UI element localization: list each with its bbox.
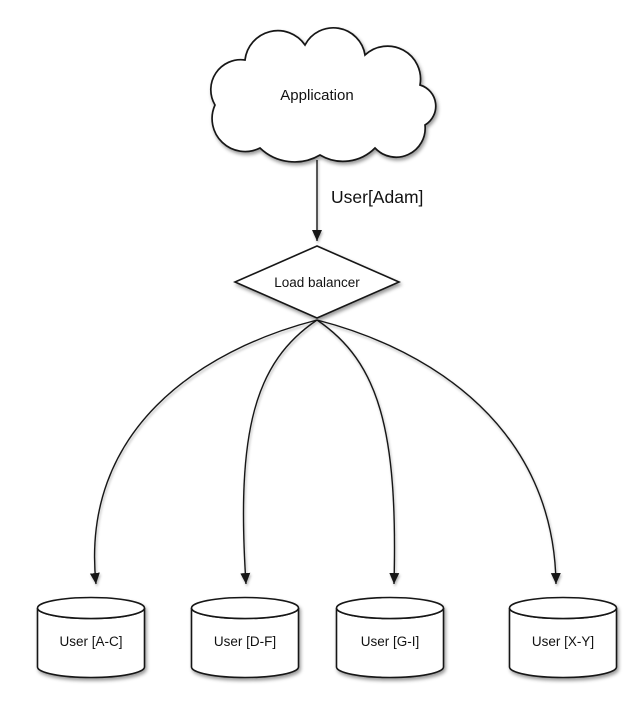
cylinder-top (508, 596, 618, 620)
cloud-shape (210, 26, 437, 163)
edge-lb-to-shard-1 (89, 319, 318, 585)
cylinder-top (36, 596, 146, 620)
edge-lb-to-shard-3 (316, 319, 400, 585)
shard-node-3: User [G-I] (335, 596, 445, 679)
cylinder-top (335, 596, 445, 620)
shard-label-4: User [X-Y] (532, 634, 594, 649)
diamond-shape (233, 245, 401, 319)
load-balancer-label: Load balancer (274, 275, 360, 290)
edge-lb-to-shard-2 (240, 319, 318, 585)
shard-label-2: User [D-F] (214, 634, 276, 649)
edge-lb-to-shard-4 (316, 319, 561, 585)
application-label: Application (280, 87, 353, 104)
shard-label-1: User [A-C] (59, 634, 122, 649)
shard-node-1: User [A-C] (36, 596, 146, 679)
shard-node-2: User [D-F] (190, 596, 300, 679)
load-balancer-node: Load balancer (233, 245, 401, 319)
edge-label-user-adam: User[Adam] (331, 187, 423, 207)
edge-group (89, 160, 561, 585)
shard-label-3: User [G-I] (361, 634, 420, 649)
application-node: Application (210, 26, 437, 163)
cylinder-top (190, 596, 300, 620)
shard-node-4: User [X-Y] (508, 596, 618, 679)
